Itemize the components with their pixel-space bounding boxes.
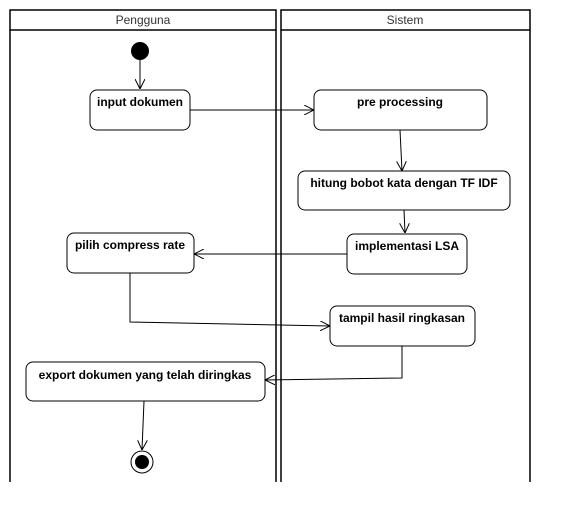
activity-export-dokumen: export dokumen yang telah diringkas	[25, 361, 266, 402]
flow-tfidf-to-lsa	[404, 209, 405, 233]
activity-input-dokumen: input dokumen	[89, 89, 191, 131]
activity-label-pre-processing: pre processing	[357, 95, 443, 109]
swimlane-pengguna: Pengguna	[9, 9, 277, 482]
activity-pre-processing: pre processing	[313, 89, 488, 131]
swimlane-sistem: Sistem	[280, 9, 531, 482]
activity-label-input-dokumen: input dokumen	[97, 95, 183, 109]
activity-label-tampil-hasil: tampil hasil ringkasan	[339, 311, 465, 325]
activity-compress-rate: pilih compress rate	[66, 232, 195, 274]
control-flows	[129, 60, 405, 450]
swimlane-title-pengguna: Pengguna	[116, 13, 171, 27]
final-node	[130, 450, 154, 474]
swimlane-title-sistem: Sistem	[387, 13, 424, 27]
flow-summary-to-export	[265, 346, 403, 380]
flow-export-to-end	[142, 400, 144, 450]
activity-lsa: implementasi LSA	[346, 233, 468, 275]
activity-label-lsa: implementasi LSA	[355, 239, 459, 253]
activity-label-export-dokumen: export dokumen yang telah diringkas	[39, 368, 252, 382]
initial-node	[131, 42, 149, 60]
activity-label-tfidf: hitung bobot kata dengan TF IDF	[310, 176, 497, 190]
activity-label-compress-rate: pilih compress rate	[75, 238, 185, 252]
activity-tampil-hasil: tampil hasil ringkasan	[329, 305, 476, 347]
activity-tfidf: hitung bobot kata dengan TF IDF	[297, 170, 511, 211]
flow-preprocessing-to-tfidf	[400, 129, 402, 171]
flow-compress-rate-to-summary	[129, 273, 330, 326]
